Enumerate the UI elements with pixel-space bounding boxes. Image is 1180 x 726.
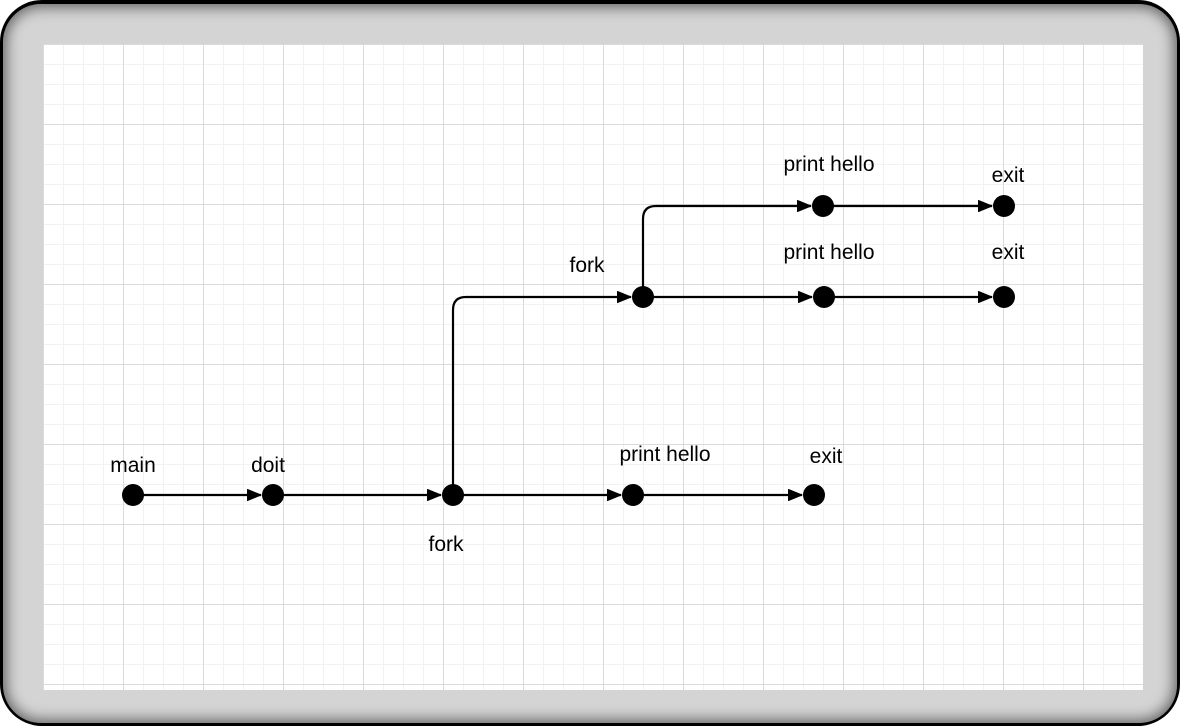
node-label-exit-3[interactable]: exit xyxy=(992,164,1025,187)
node-dot-doit[interactable] xyxy=(262,484,284,506)
node-dot-fork-1[interactable] xyxy=(442,484,464,506)
edge-fork-2-to-print-hello-3[interactable] xyxy=(641,200,812,297)
node-label-doit[interactable]: doit xyxy=(251,454,285,477)
node-label-fork-2[interactable]: fork xyxy=(569,254,605,277)
node-dot-print-hello-3[interactable] xyxy=(812,195,834,217)
node-dot-print-hello-2[interactable] xyxy=(813,286,835,308)
node-dot-exit-3[interactable] xyxy=(993,195,1015,217)
node-label-print-hello-3[interactable]: print hello xyxy=(783,153,874,176)
node-label-fork-1[interactable]: fork xyxy=(428,533,464,556)
node-label-print-hello-1[interactable]: print hello xyxy=(619,443,710,466)
node-dot-exit-2[interactable] xyxy=(993,286,1015,308)
diagram-svg: main doit fork print hello exit fork print hel… xyxy=(110,153,1025,556)
bezel: main doit fork print hello exit fork print hel… xyxy=(3,4,1177,723)
edge-fork-1-to-fork-2[interactable] xyxy=(451,291,632,495)
node-label-main[interactable]: main xyxy=(110,454,156,477)
grid-canvas[interactable]: main doit fork print hello exit fork print hel… xyxy=(43,44,1143,690)
node-dot-print-hello-1[interactable] xyxy=(622,484,644,506)
node-dot-main[interactable] xyxy=(122,484,144,506)
node-label-exit-1[interactable]: exit xyxy=(810,445,843,468)
node-label-print-hello-2[interactable]: print hello xyxy=(783,241,874,264)
node-label-exit-2[interactable]: exit xyxy=(992,241,1025,264)
node-dot-fork-2[interactable] xyxy=(632,286,654,308)
node-dot-exit-1[interactable] xyxy=(803,484,825,506)
